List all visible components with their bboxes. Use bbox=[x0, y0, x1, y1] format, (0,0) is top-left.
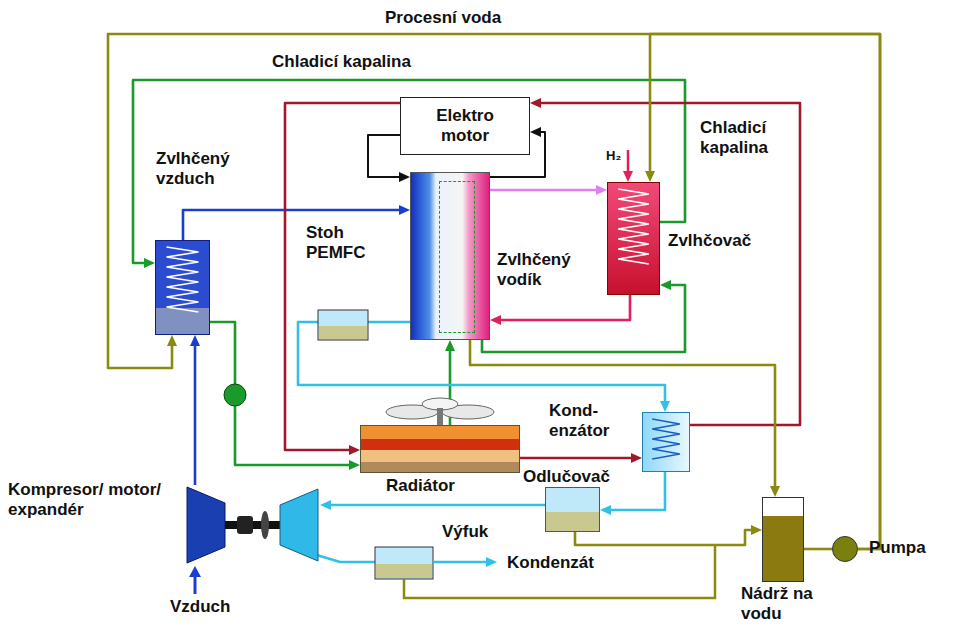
membrane-outline bbox=[439, 181, 475, 333]
flow-line bbox=[190, 335, 200, 485]
flow-label: Chladicí kapalina bbox=[270, 52, 413, 72]
note-label: Chladicí kapalina bbox=[698, 118, 797, 159]
flow-line bbox=[133, 80, 685, 268]
flow-label: Zvlhčený vodík bbox=[495, 250, 599, 291]
radiator-fan bbox=[386, 398, 494, 425]
component-label: Elektro motor bbox=[423, 106, 508, 145]
flow-line bbox=[470, 340, 780, 497]
component-box: Odlučovač bbox=[545, 487, 600, 532]
component-box: Stoh PEMFC bbox=[410, 172, 490, 340]
flow-line bbox=[804, 549, 832, 550]
water-trap bbox=[318, 310, 368, 340]
component-label: Kompresor/ motor/ expandér bbox=[8, 480, 173, 521]
component-box: Nádrž na vodu bbox=[762, 497, 804, 582]
flow-line bbox=[490, 185, 607, 195]
flow-line bbox=[183, 205, 410, 240]
component-label: Odlučovač bbox=[523, 467, 623, 487]
component-label: Stoh PEMFC bbox=[306, 223, 401, 264]
component-box: Pumpa bbox=[832, 536, 858, 562]
component-box: Zvlhčovač bbox=[607, 182, 660, 295]
component-box: Elektro motor bbox=[400, 97, 530, 155]
coil-symbol bbox=[643, 413, 689, 471]
coil-symbol bbox=[156, 241, 209, 334]
exhaust-separator bbox=[300, 545, 715, 598]
coil-symbol bbox=[608, 183, 659, 294]
flow-label: Procesní voda bbox=[383, 8, 503, 28]
component-box: Radiátor bbox=[360, 425, 520, 473]
component-box: Kompresor/ motor/ expandér bbox=[185, 485, 320, 565]
coolant-pump bbox=[224, 384, 246, 406]
hydrogen-inlet bbox=[623, 150, 633, 182]
flow-line bbox=[320, 500, 545, 510]
flow-line bbox=[575, 525, 762, 545]
component-label: Pumpa bbox=[869, 538, 949, 558]
component-label: Kond- enzátor bbox=[549, 401, 629, 442]
component-label: Zvlhčený vzduch bbox=[156, 149, 271, 190]
component-label: Nádrž na vodu bbox=[741, 584, 831, 625]
component-label: Radiátor bbox=[386, 476, 496, 496]
flow-line bbox=[285, 103, 400, 455]
component-box: Kond- enzátor bbox=[642, 412, 690, 472]
flow-line bbox=[490, 295, 630, 325]
note-label: H₂ bbox=[604, 148, 623, 164]
note-label: Výfuk bbox=[440, 522, 490, 542]
note-label: Vzduch bbox=[168, 597, 232, 617]
component-box: Zvlhčený vzduch bbox=[155, 240, 210, 335]
note-label: Kondenzát bbox=[505, 553, 596, 573]
flow-line bbox=[520, 453, 642, 463]
component-label: Zvlhčovač bbox=[668, 231, 763, 251]
compressor-expander bbox=[185, 485, 320, 565]
air-inlet bbox=[189, 566, 201, 594]
flow-line bbox=[108, 34, 880, 549]
